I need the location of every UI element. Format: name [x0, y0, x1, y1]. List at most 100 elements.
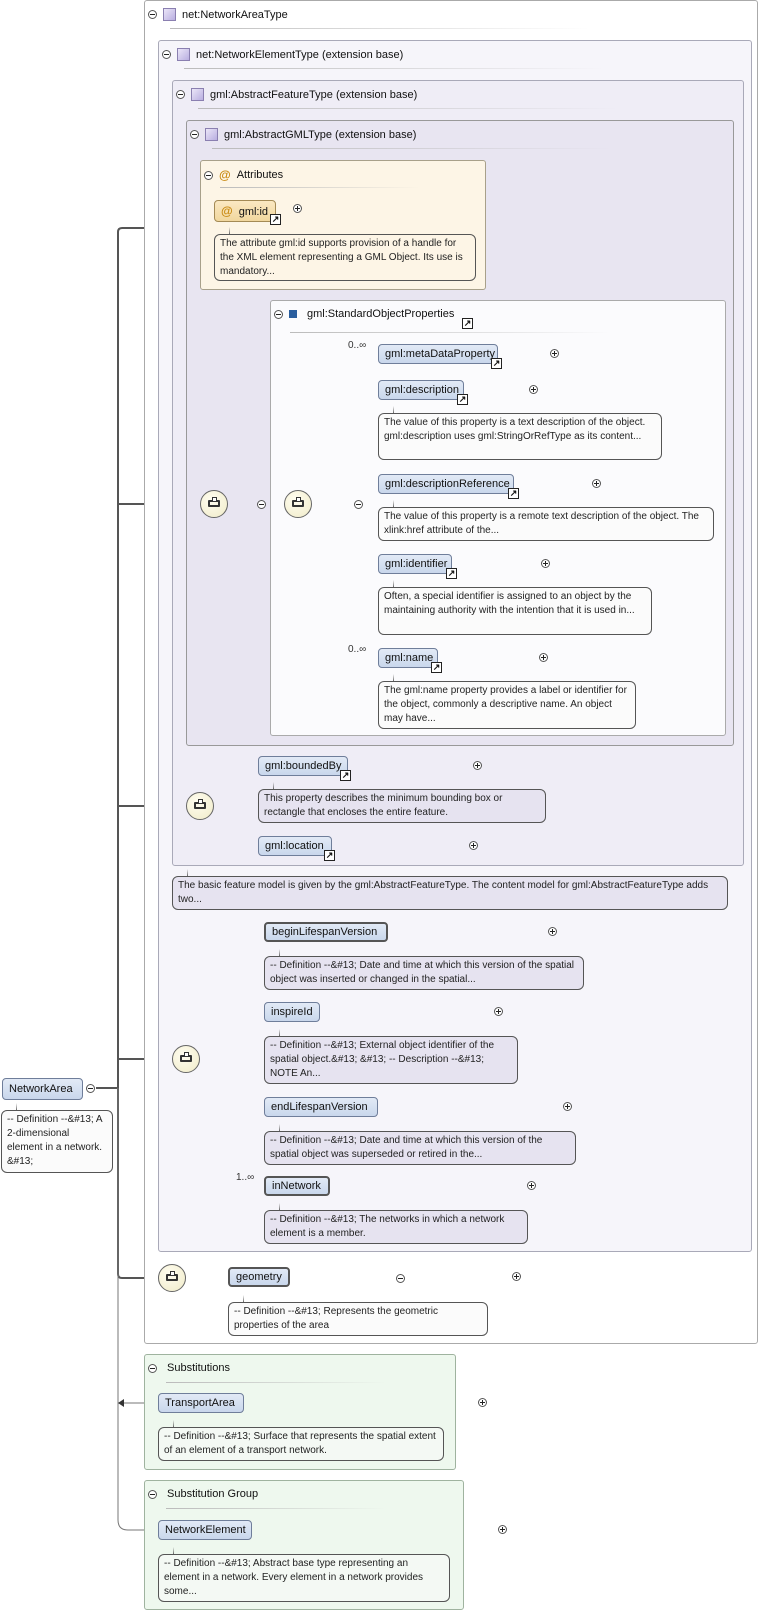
divider	[166, 1382, 386, 1383]
divider	[170, 28, 590, 29]
inspire-id-doc: -- Definition --&#13; External object id…	[264, 1029, 518, 1084]
abstract-gml-type-header: gml:AbstractGMLType (extension base)	[190, 128, 416, 141]
geometry-doc: -- Definition --&#13; Represents the geo…	[228, 1295, 488, 1336]
network-element-element[interactable]: NetworkElement	[158, 1520, 252, 1540]
in-network-element[interactable]: inNetwork	[264, 1176, 330, 1196]
description-reference-doc: The value of this property is a remote t…	[378, 500, 714, 541]
sequence-compositor-icon[interactable]	[284, 490, 312, 518]
divider	[290, 332, 610, 333]
occurrence-label: 1..∞	[236, 1172, 255, 1183]
collapse-root-toggle[interactable]	[86, 1084, 95, 1093]
complex-type-icon	[205, 128, 218, 141]
collapse-toggle[interactable]	[148, 1489, 157, 1499]
complex-type-icon	[177, 48, 190, 61]
geometry-element[interactable]: geometry	[228, 1267, 290, 1287]
network-element-doc: -- Definition --&#13; Abstract base type…	[158, 1547, 450, 1602]
divider	[198, 108, 618, 109]
expand-toggle[interactable]	[529, 385, 539, 394]
expand-toggle[interactable]	[498, 1525, 508, 1534]
expand-toggle[interactable]	[538, 653, 548, 662]
link-arrow-icon[interactable]: ↗	[324, 850, 335, 861]
attributes-title: Attributes	[236, 169, 284, 181]
expand-toggle[interactable]	[478, 1398, 488, 1407]
gml-id-doc: The attribute gml:id supports provision …	[214, 227, 476, 281]
begin-lifespan-version-doc: -- Definition --&#13; Date and time at w…	[264, 949, 584, 990]
standard-object-properties-header: gml:StandardObjectProperties	[274, 308, 454, 320]
collapse-toggle[interactable]	[148, 10, 157, 19]
substitution-group-header: Substitution Group	[148, 1488, 258, 1500]
link-arrow-icon[interactable]: ↗	[508, 488, 519, 499]
expand-toggle[interactable]	[547, 927, 557, 936]
link-arrow-icon[interactable]: ↗	[431, 662, 442, 673]
description-element[interactable]: gml:description	[378, 380, 464, 400]
root-doc: -- Definition --&#13; A 2-dimensional el…	[1, 1103, 113, 1173]
occurrence-label: 0..∞	[348, 340, 367, 351]
expand-toggle[interactable]	[541, 559, 551, 568]
collapse-toggle[interactable]	[257, 500, 267, 509]
divider	[220, 187, 420, 188]
attribute-icon: @	[221, 204, 233, 218]
collapse-toggle[interactable]	[204, 170, 213, 180]
link-arrow-icon[interactable]: ↗	[446, 568, 457, 579]
expand-toggle[interactable]	[592, 479, 602, 488]
expand-toggle[interactable]	[472, 761, 482, 770]
expand-toggle[interactable]	[550, 349, 560, 358]
collapse-toggle[interactable]	[354, 500, 364, 509]
link-arrow-icon[interactable]: ↗	[491, 358, 502, 369]
transport-area-element[interactable]: TransportArea	[158, 1393, 244, 1413]
abstract-feature-type-name: gml:AbstractFeatureType (extension base)	[210, 88, 418, 101]
sequence-compositor-icon[interactable]	[172, 1045, 200, 1073]
divider	[184, 68, 604, 69]
metadata-property-element[interactable]: gml:metaDataProperty	[378, 344, 498, 364]
link-arrow-icon[interactable]: ↗	[270, 214, 281, 225]
sequence-compositor-icon[interactable]	[158, 1264, 186, 1292]
network-element-type-header: net:NetworkElementType (extension base)	[162, 48, 403, 61]
collapse-toggle[interactable]	[148, 1363, 157, 1373]
begin-lifespan-version-element[interactable]: beginLifespanVersion	[264, 922, 388, 942]
inspire-id-element[interactable]: inspireId	[264, 1002, 320, 1022]
expand-toggle[interactable]	[493, 1007, 503, 1016]
collapse-toggle[interactable]	[176, 90, 185, 99]
attributes-header: @ Attributes	[204, 168, 283, 182]
expand-toggle[interactable]	[562, 1102, 572, 1111]
expand-toggle[interactable]	[293, 204, 303, 213]
bounded-by-element[interactable]: gml:boundedBy	[258, 756, 348, 776]
root-element[interactable]: NetworkArea	[2, 1078, 83, 1100]
complex-type-icon	[163, 8, 176, 21]
abstract-gml-type-name: gml:AbstractGMLType (extension base)	[224, 128, 417, 141]
substitutions-title: Substitutions	[167, 1362, 230, 1374]
name-element[interactable]: gml:name	[378, 648, 438, 668]
group-icon	[289, 310, 297, 318]
link-arrow-icon[interactable]: ↗	[340, 770, 351, 781]
substitution-group-title: Substitution Group	[167, 1488, 259, 1500]
expand-toggle[interactable]	[468, 841, 478, 850]
link-arrow-icon[interactable]: ↗	[462, 318, 473, 329]
divider	[212, 148, 612, 149]
end-lifespan-version-element[interactable]: endLifespanVersion	[264, 1097, 378, 1117]
sequence-compositor-icon[interactable]	[186, 792, 214, 820]
location-element[interactable]: gml:location	[258, 836, 332, 856]
expand-toggle[interactable]	[512, 1272, 522, 1281]
collapse-toggle[interactable]	[162, 50, 171, 59]
description-reference-element[interactable]: gml:descriptionReference	[378, 474, 514, 494]
occurrence-label: 0..∞	[348, 644, 367, 655]
transport-area-doc: -- Definition --&#13; Surface that repre…	[158, 1420, 444, 1461]
substitutions-header: Substitutions	[148, 1362, 230, 1374]
divider	[166, 1508, 386, 1509]
expand-toggle[interactable]	[527, 1181, 536, 1190]
abstract-feature-type-header: gml:AbstractFeatureType (extension base)	[176, 88, 417, 101]
identifier-doc: Often, a special identifier is assigned …	[378, 580, 652, 635]
standard-object-properties-name: gml:StandardObjectProperties	[307, 308, 455, 320]
complex-type-name: net:NetworkAreaType	[182, 8, 288, 21]
sequence-compositor-icon[interactable]	[200, 490, 228, 518]
collapse-toggle[interactable]	[190, 130, 199, 139]
collapse-toggle[interactable]	[396, 1274, 406, 1283]
gml-id-attribute[interactable]: @ gml:id	[214, 200, 276, 222]
abstract-feature-type-doc: The basic feature model is given by the …	[172, 869, 728, 910]
collapse-toggle[interactable]	[274, 309, 283, 319]
name-doc: The gml:name property provides a label o…	[378, 674, 636, 729]
complex-type-header: net:NetworkAreaType	[148, 8, 288, 21]
link-arrow-icon[interactable]: ↗	[457, 394, 468, 405]
gml-id-label: gml:id	[238, 206, 269, 218]
identifier-element[interactable]: gml:identifier	[378, 554, 452, 574]
